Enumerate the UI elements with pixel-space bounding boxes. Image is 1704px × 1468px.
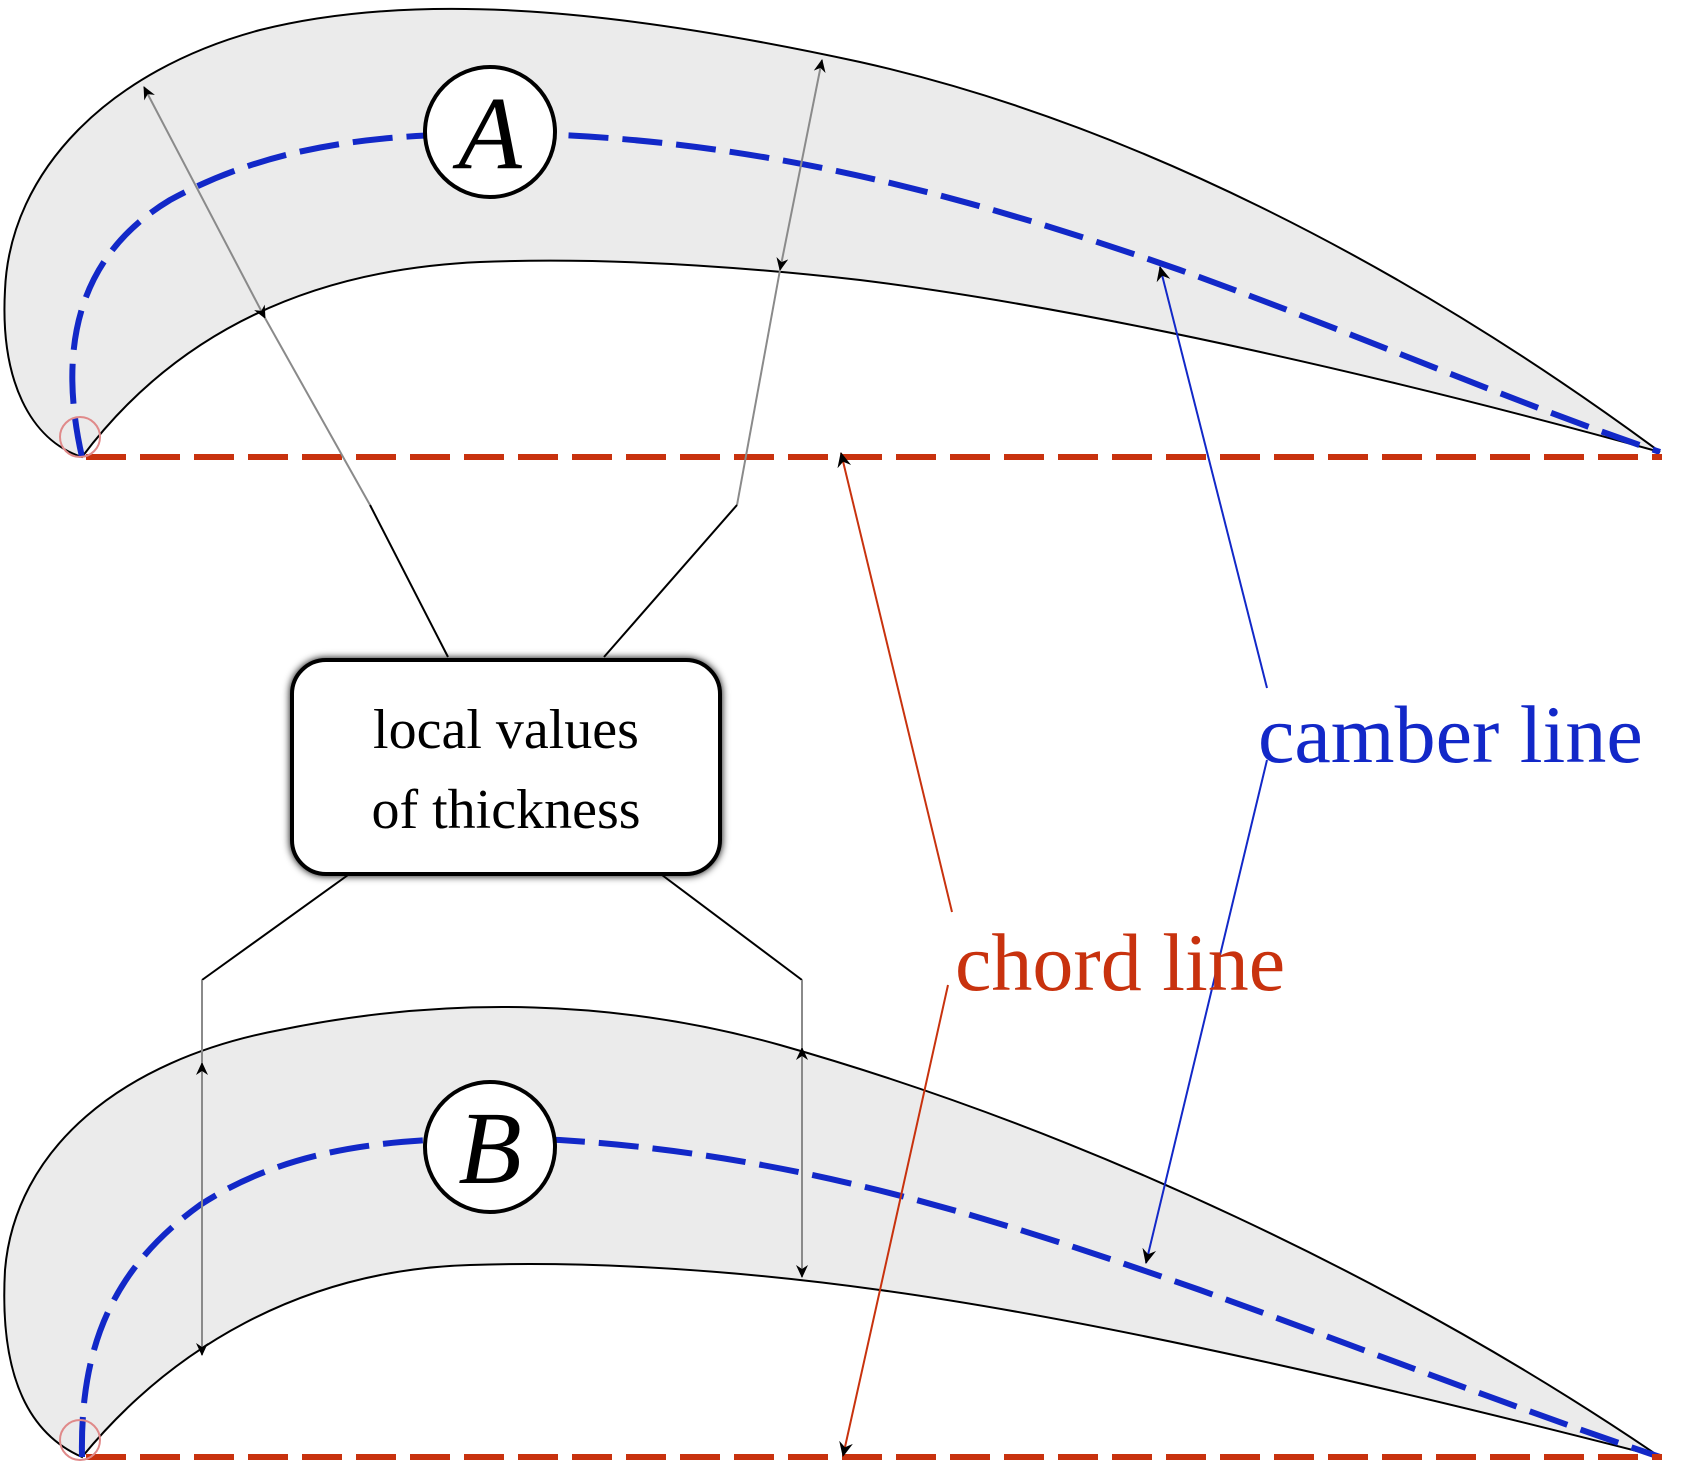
thickness-callout-box bbox=[290, 658, 722, 876]
profile-b: B bbox=[3, 1006, 1662, 1461]
camber-leader-upper bbox=[1156, 266, 1268, 689]
profile-a-leading-edge-circle bbox=[59, 416, 101, 458]
thickness-leaders bbox=[201, 269, 803, 1063]
leader-b2-black bbox=[661, 874, 803, 981]
camber-line-annotation: camber line bbox=[1142, 266, 1643, 1264]
chord-leader-upper bbox=[837, 452, 953, 913]
chord-line-annotation: chord line bbox=[837, 452, 1285, 1457]
badge-a: A bbox=[423, 65, 557, 199]
leader-a1-grey bbox=[264, 317, 371, 506]
leader-a2-grey bbox=[736, 269, 781, 506]
profile-b-camber-line bbox=[78, 1135, 1661, 1460]
profile-b-shape bbox=[3, 1006, 1661, 1459]
chord-leader-lower bbox=[839, 984, 949, 1457]
leader-a1-black bbox=[369, 504, 449, 658]
profile-b-leading-edge-circle bbox=[59, 1419, 101, 1461]
profile-a-camber-line bbox=[69, 130, 1661, 458]
badge-b-label: B bbox=[458, 1091, 522, 1206]
profile-a-thickness-arrow-1 bbox=[143, 86, 266, 319]
badge-b: B bbox=[423, 1080, 557, 1214]
leader-b1-black bbox=[201, 874, 349, 981]
chord-line-label: chord line bbox=[955, 917, 1285, 1008]
profile-a-shape bbox=[3, 7, 1661, 459]
callout-line-2: of thickness bbox=[371, 779, 640, 841]
callout-line-1: local values bbox=[373, 699, 639, 761]
camber-line-label: camber line bbox=[1258, 689, 1643, 780]
profile-a: A bbox=[3, 7, 1662, 460]
profile-a-thickness-arrow-2 bbox=[776, 59, 826, 271]
camber-leader-lower bbox=[1142, 759, 1268, 1264]
badge-a-label: A bbox=[452, 76, 522, 191]
leader-a2-black bbox=[603, 504, 738, 658]
